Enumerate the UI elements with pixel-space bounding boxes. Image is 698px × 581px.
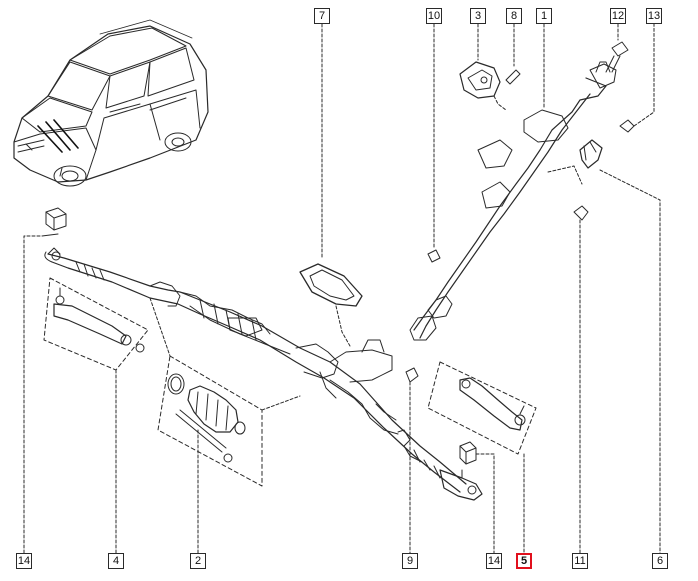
bolt-9 <box>405 367 419 554</box>
callout-8[interactable]: 8 <box>506 8 522 24</box>
callout-4[interactable]: 4 <box>108 553 124 569</box>
callout-13[interactable]: 13 <box>646 8 662 24</box>
boot-kit-group <box>157 355 263 554</box>
callout-2[interactable]: 2 <box>190 553 206 569</box>
callout-6[interactable]: 6 <box>652 553 668 569</box>
tie-rod-end-group-left <box>43 277 149 554</box>
bolt-13 <box>619 23 655 133</box>
callout-14-left[interactable]: 14 <box>16 553 32 569</box>
tie-rod-end-group-right <box>427 361 537 554</box>
boot-leader <box>149 297 301 411</box>
callout-12[interactable]: 12 <box>610 8 626 24</box>
callout-7[interactable]: 7 <box>314 8 330 24</box>
bolt-8 <box>505 23 521 85</box>
nut-14-right <box>459 441 495 554</box>
clip-6 <box>579 139 661 554</box>
steering-column-1 <box>409 23 617 341</box>
vehicle-illustration <box>13 19 209 187</box>
leader-14-left <box>23 235 43 554</box>
callout-9[interactable]: 9 <box>402 553 418 569</box>
bracket-3 <box>459 23 507 111</box>
callout-5-highlighted[interactable]: 5 <box>516 553 532 569</box>
bolt-10 <box>427 23 441 263</box>
tie-rod-end-right-installed <box>439 469 483 501</box>
callout-10[interactable]: 10 <box>426 8 442 24</box>
steering-rack-assembly <box>44 247 467 493</box>
callout-3[interactable]: 3 <box>470 8 486 24</box>
nut-14-left <box>41 207 67 237</box>
callout-1[interactable]: 1 <box>536 8 552 24</box>
bolt-12 <box>605 23 629 73</box>
callout-14-right[interactable]: 14 <box>486 553 502 569</box>
grommet-7 <box>299 23 363 347</box>
bolt-11 <box>573 205 589 554</box>
callout-11[interactable]: 11 <box>572 553 588 569</box>
